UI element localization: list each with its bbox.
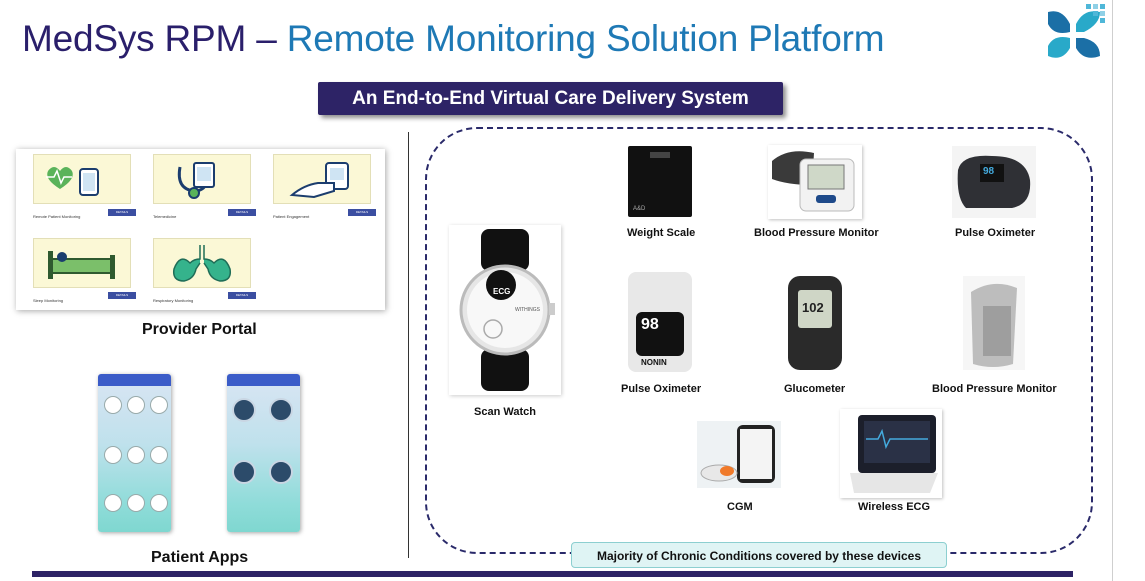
page-title: MedSys RPM – Remote Monitoring Solution … (22, 18, 885, 60)
cgm-icon (697, 421, 781, 488)
app-icon[interactable] (127, 494, 145, 512)
pulse-oximeter-icon: 98 (952, 146, 1036, 218)
patient-app-phone-1 (98, 374, 171, 532)
device-caption: Weight Scale (627, 227, 696, 239)
oximeter-brand: NONIN (641, 358, 667, 367)
bp-cuff-icon (963, 276, 1025, 370)
device-caption: Wireless ECG (858, 501, 931, 513)
glucometer-reading: 102 (802, 300, 824, 315)
device-caption: CGM (727, 501, 753, 513)
title-brand: MedSys RPM (22, 18, 247, 59)
pulse-oximeter-icon: 98 NONIN (628, 272, 692, 372)
footer-bar (32, 571, 1073, 577)
portal-card-respiratory-label: Respiratory Monitoring (153, 298, 194, 303)
portal-card-respiratory-details-button[interactable]: DETAILS (228, 292, 256, 299)
ecg-device-icon (840, 409, 942, 498)
app-icon[interactable] (150, 446, 168, 464)
portal-card-engagement-details-button[interactable]: DETAILS (348, 209, 376, 216)
device-caption: Blood Pressure Monitor (932, 383, 1057, 395)
device-caption: Blood Pressure Monitor (754, 227, 879, 239)
title-platform: Remote Monitoring Solution Platform (286, 18, 885, 59)
medsys-logo-icon (1040, 2, 1110, 62)
provider-portal-caption: Provider Portal (142, 321, 257, 338)
portal-card-engagement[interactable] (273, 154, 371, 204)
stethoscope-tablet-icon (177, 162, 215, 199)
scale-brand: A&D (633, 206, 646, 212)
devices-note: Majority of Chronic Conditions covered b… (571, 542, 947, 568)
app-icon[interactable] (127, 396, 145, 414)
portal-card-telemedicine-label: Telemedicine (153, 214, 177, 219)
portal-card-rpm-details-button[interactable]: DETAILS (108, 209, 136, 216)
portal-card-sleep-details-button[interactable]: DETAILS (108, 292, 136, 299)
portal-card-rpm[interactable] (33, 154, 131, 204)
device-icon[interactable] (269, 398, 293, 422)
smartwatch-icon: ECG WITHINGS (449, 225, 561, 395)
portal-card-sleep-label: Sleep Monitoring (33, 298, 64, 303)
oximeter-nonin-reading: 98 (641, 316, 659, 333)
hand-phone-icon (289, 162, 349, 199)
device-caption: Pulse Oximeter (621, 383, 702, 395)
engagement-icon[interactable] (232, 460, 256, 484)
title-separator: – (246, 18, 287, 59)
device-caption: Glucometer (784, 383, 846, 395)
watch-ecg-label: ECG (493, 287, 511, 296)
clipboard-icon[interactable] (232, 398, 256, 422)
device-caption: Scan Watch (474, 406, 536, 418)
glucometer-icon: 102 (788, 276, 842, 370)
patient-app-phone-2 (227, 374, 300, 532)
portal-card-rpm-label: Remote Patient Monitoring (33, 214, 81, 219)
app-icon[interactable] (127, 446, 145, 464)
portal-card-telemedicine[interactable] (153, 154, 251, 204)
portal-card-engagement-label: Patient Engagement (273, 214, 310, 219)
lungs-icon (172, 245, 232, 282)
device-caption: Pulse Oximeter (955, 227, 1036, 239)
app-icon[interactable] (150, 494, 168, 512)
heart-tablet-icon (46, 167, 99, 196)
app-icon[interactable] (104, 494, 122, 512)
watch-brand: WITHINGS (515, 307, 540, 313)
patient-apps-caption: Patient Apps (151, 549, 249, 566)
scale-icon: A&D (628, 146, 692, 217)
app-icon[interactable] (150, 396, 168, 414)
section-divider (408, 132, 409, 558)
portal-card-telemedicine-details-button[interactable]: DETAILS (228, 209, 256, 216)
portal-card-respiratory[interactable] (153, 238, 251, 288)
settings-gear-icon[interactable] (269, 460, 293, 484)
bed-icon (48, 251, 115, 279)
portal-card-sleep[interactable] (33, 238, 131, 288)
app-icon[interactable] (104, 446, 122, 464)
app-icon[interactable] (104, 396, 122, 414)
provider-portal-preview: Remote Patient Monitoring DETAILS Teleme… (16, 149, 385, 310)
right-edge-line (1112, 0, 1113, 581)
oximeter-reading: 98 (983, 166, 995, 177)
bp-monitor-icon (768, 145, 862, 219)
subtitle-banner: An End-to-End Virtual Care Delivery Syst… (318, 82, 783, 115)
